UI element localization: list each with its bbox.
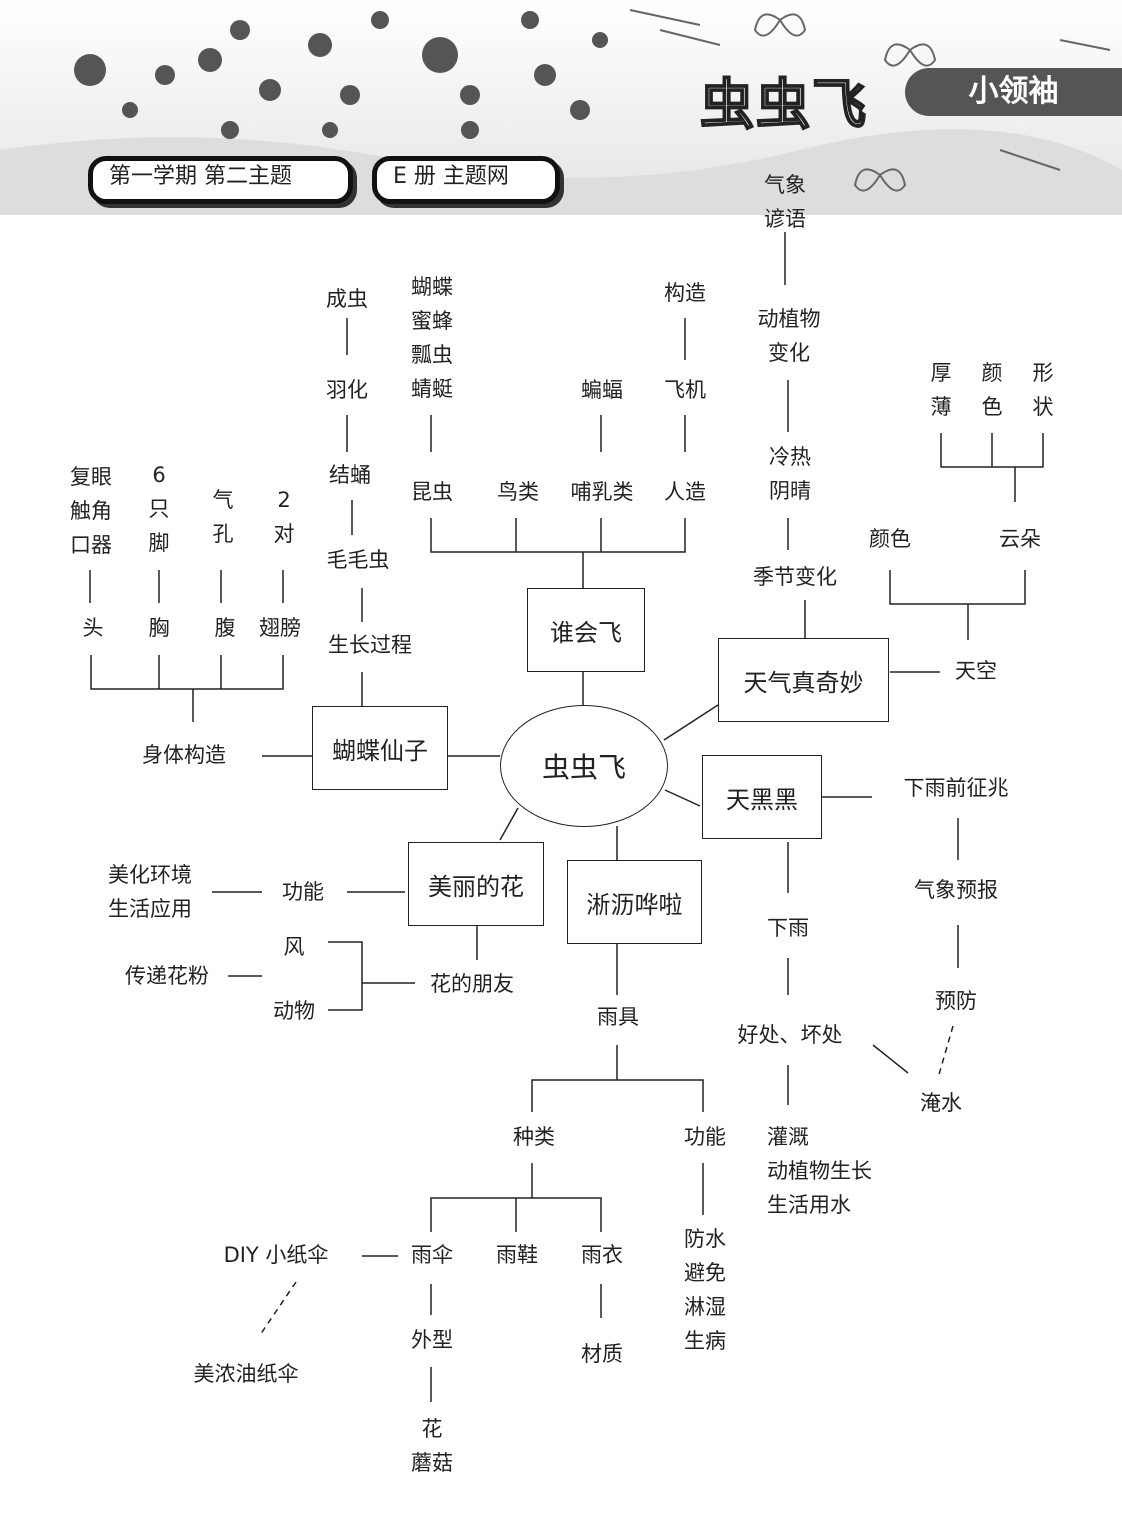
node-manmade: 人造 — [664, 480, 706, 504]
node-rain-gear: 雨具 — [597, 1005, 639, 1029]
node-abdomen: 腹 — [214, 616, 236, 640]
box-butterfly: 蝴蝶仙子 — [312, 706, 448, 790]
node-chest: 胸 — [148, 616, 170, 640]
node-pros-cons: 好处、坏处 — [737, 1023, 843, 1047]
node-spiracle: 气孔 — [212, 488, 234, 546]
node-wings: 翅膀 — [259, 616, 301, 640]
node-head-parts: 复眼触角口器 — [70, 465, 112, 557]
box-weather: 天气真奇妙 — [718, 638, 889, 722]
node-shape: 形状 — [1032, 361, 1054, 419]
node-insect: 昆虫 — [411, 480, 453, 504]
node-wind: 风 — [283, 935, 305, 959]
node-kinds: 种类 — [513, 1125, 555, 1149]
node-head: 头 — [82, 616, 104, 640]
center-topic: 虫虫飞 — [500, 705, 668, 827]
node-body-structure: 身体构造 — [142, 743, 226, 767]
node-season: 季节变化 — [753, 565, 837, 589]
node-mammal: 哺乳类 — [570, 480, 634, 504]
node-appearance: 外型 — [411, 1328, 453, 1352]
node-rain-sign: 下雨前征兆 — [903, 776, 1009, 800]
node-cold-hot: 冷热阴晴 — [769, 445, 811, 503]
node-sky: 天空 — [955, 659, 997, 683]
node-boots: 雨鞋 — [496, 1243, 538, 1267]
butterfly-icons — [629, 9, 1111, 192]
node-raincoat: 雨衣 — [581, 1243, 623, 1267]
node-material: 材质 — [581, 1342, 623, 1366]
node-animal: 动物 — [273, 999, 315, 1023]
node-bat: 蝙蝠 — [581, 378, 623, 402]
node-umbrella: 雨伞 — [411, 1243, 453, 1267]
node-adult: 成虫 — [326, 287, 368, 311]
node-cloud: 云朵 — [999, 527, 1041, 551]
node-thickness: 厚薄 — [930, 361, 952, 419]
node-forecast: 气象预报 — [914, 878, 998, 902]
node-shade: 颜色 — [981, 361, 1003, 419]
node-plant-change: 动植物变化 — [757, 307, 821, 365]
node-insect-list: 蝴蝶蜜蜂瓢虫蜻蜓 — [411, 275, 453, 401]
box-rain: 淅沥哗啦 — [567, 860, 702, 944]
node-benefits: 灌溉动植物生长生活用水 — [767, 1125, 872, 1217]
node-plane: 飞机 — [664, 378, 706, 402]
book-pill: E 册 主题网 — [372, 156, 560, 204]
node-function-gear: 功能 — [684, 1125, 726, 1149]
node-diy: DIY 小纸伞 — [223, 1243, 329, 1267]
node-growth: 生长过程 — [328, 633, 412, 657]
node-pupa: 结蛹 — [329, 463, 371, 487]
node-pollen: 传递花粉 — [125, 964, 209, 988]
brand-badge: 小领袖 — [905, 68, 1122, 116]
node-caterpillar: 毛毛虫 — [326, 548, 390, 572]
node-bird: 鸟类 — [497, 480, 539, 504]
node-color: 颜色 — [869, 527, 911, 551]
node-structure: 构造 — [664, 281, 706, 305]
semester-pill: 第一学期 第二主题 — [88, 156, 353, 204]
node-meinong: 美浓油纸伞 — [193, 1362, 299, 1386]
box-dark-sky: 天黑黑 — [702, 755, 822, 839]
node-waterproof: 防水避免淋湿生病 — [684, 1227, 726, 1353]
box-who-flies: 谁会飞 — [527, 588, 645, 672]
node-emerge: 羽化 — [326, 378, 368, 402]
box-flower: 美丽的花 — [408, 842, 544, 926]
node-raining: 下雨 — [767, 916, 809, 940]
node-beautify: 美化环境生活应用 — [108, 863, 192, 921]
logo-text: 虫虫飞 — [699, 72, 868, 137]
node-flood: 淹水 — [920, 1091, 962, 1115]
node-proverb: 气象谚语 — [764, 173, 806, 231]
node-prevent: 预防 — [935, 989, 977, 1013]
node-flower-mushroom: 花蘑菇 — [411, 1417, 453, 1475]
node-function-flower: 功能 — [282, 880, 324, 904]
ant-icons — [74, 11, 608, 139]
node-flower-friend: 花的朋友 — [430, 972, 514, 996]
